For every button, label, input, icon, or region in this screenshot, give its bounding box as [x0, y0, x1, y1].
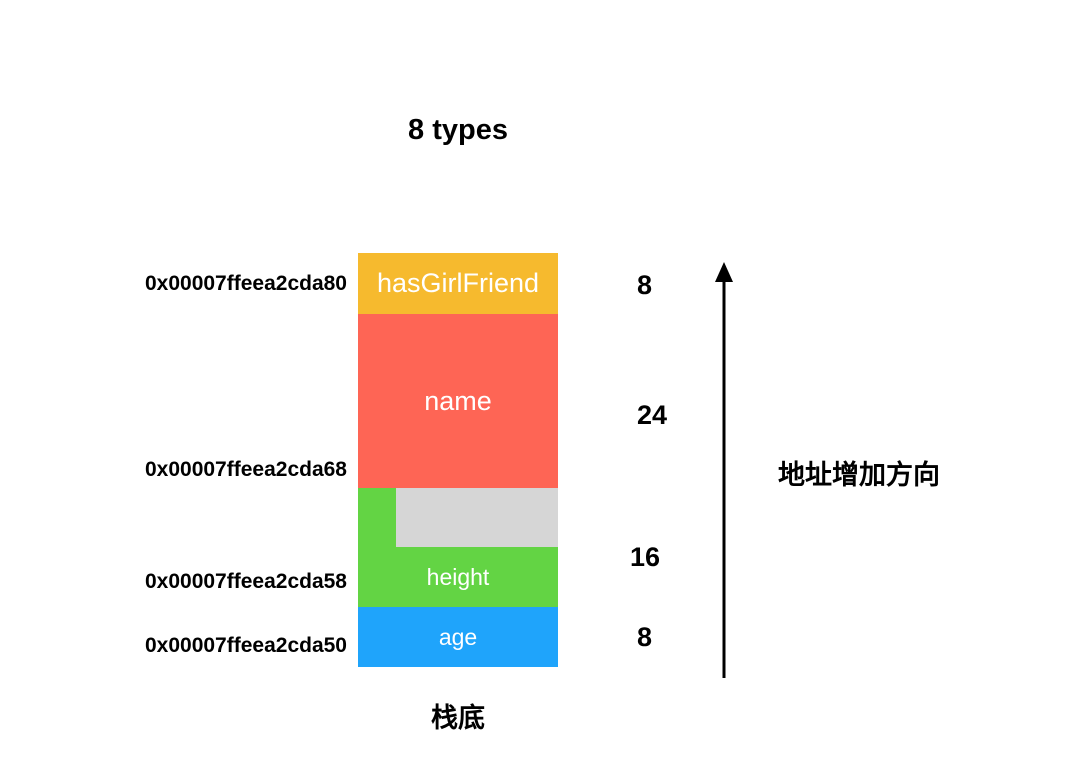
arrow-shaft: [722, 280, 726, 678]
stack-bottom-label: 栈底: [431, 703, 485, 734]
block-age: age: [358, 607, 558, 667]
size-label-hasgirlfriend: 8: [637, 270, 653, 300]
block-padding: [358, 488, 558, 548]
block-name-label: name: [424, 385, 492, 416]
size-label-age: 8: [637, 622, 653, 652]
address-label-50: 0x00007ffeea2cda50: [144, 634, 347, 657]
direction-label: 地址增加方向: [778, 460, 940, 491]
address-label-80: 0x00007ffeea2cda80: [144, 272, 347, 295]
block-name: name: [358, 314, 558, 488]
address-label-68: 0x00007ffeea2cda68: [144, 458, 347, 481]
address-direction-arrow: [715, 262, 733, 678]
block-age-label: age: [438, 623, 478, 650]
address-label-58: 0x00007ffeea2cda58: [144, 570, 347, 593]
size-label-name: 24: [637, 400, 668, 430]
block-height-label: height: [426, 564, 490, 590]
block-height: height: [358, 548, 558, 607]
diagram-title: 8 types: [408, 114, 508, 146]
block-hasgirlfriend: hasGirlFriend: [358, 253, 558, 314]
arrow-head: [715, 262, 733, 282]
size-label-height: 16: [630, 542, 661, 572]
block-hasgirlfriend-label: hasGirlFriend: [376, 268, 540, 298]
padding-gap: [396, 488, 558, 547]
